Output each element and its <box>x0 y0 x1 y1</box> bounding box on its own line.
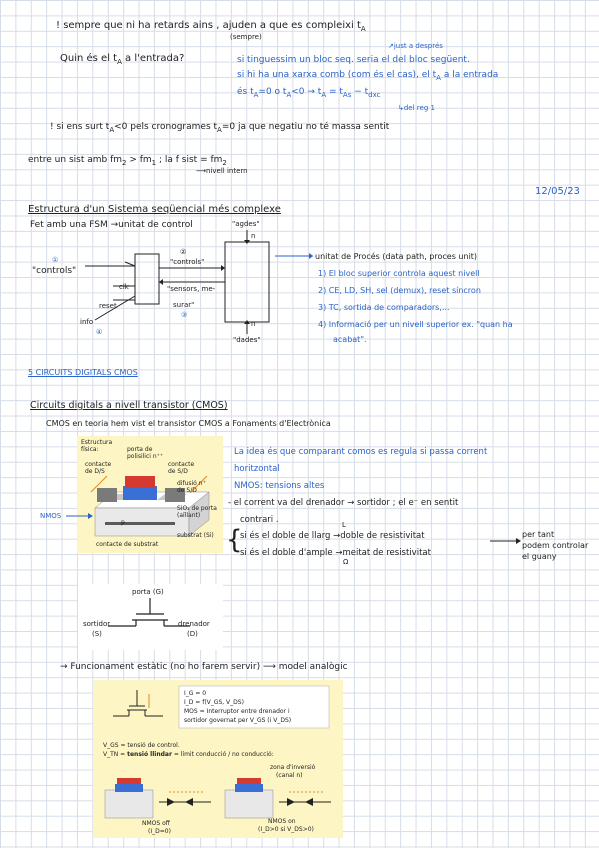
fsm-block <box>134 253 160 305</box>
section-2-subtitle: Circuits digitals a nivell transistor (C… <box>30 400 228 411</box>
answer-line-2: si hi ha una xarxa comb (com és el cas),… <box>237 70 499 82</box>
answer-line-3: és tA=0 o tA<0 → tA = tAs − tdxc <box>237 87 381 99</box>
cmos-text-7: si és el doble d'ample →meitat de resist… <box>240 548 431 558</box>
unit-item-2: 2) CE, LD, SH, sel (demux), reset síncro… <box>318 286 481 295</box>
fig2-on-label: NMOS on <box>268 818 296 825</box>
section-1-subtitle: Fet amb una FSM →unitat de control <box>30 220 193 230</box>
symbol-sortidor-s: (S) <box>92 630 102 638</box>
circle-2: ② <box>180 248 187 256</box>
physical-structure-figure <box>77 436 223 553</box>
nmos-arrow <box>66 513 93 519</box>
fig2-zona: zona d'inversió <box>270 764 316 771</box>
cmos-text-4: - el corrent va del drenador → sortidor … <box>228 498 459 508</box>
fig1-difusio: difusió n⁺ de S/D <box>177 480 206 494</box>
fig1-porta: porta de polisilici n⁺⁺ <box>127 446 163 460</box>
fig2-bullet-2: I_D = f(V_GS, V_DS) <box>184 699 244 706</box>
brace: { <box>226 525 243 555</box>
unit-item-1: 1) El bloc superior controla aquest nive… <box>318 269 480 278</box>
answer-note: ↗just a després <box>388 42 443 50</box>
fig2-vth-def: V_TN = tensió llindar = límit conducció … <box>103 751 274 758</box>
cmos-text-1: La idea és que comparant comos es regula… <box>234 447 488 457</box>
note-line-1: ! sempre que ni ha retards ains , ajuden… <box>56 20 366 33</box>
unit-item-3: 3) TC, sortida de comparadors,... <box>318 303 450 312</box>
note-line-1-paren: (sempre) <box>230 33 262 41</box>
symbol-porta: porta (G) <box>132 588 164 596</box>
label-n-top: n <box>251 232 256 240</box>
label-L: L <box>342 521 346 529</box>
cmos-text-3: NMOS: tensions altes <box>234 481 325 491</box>
label-agdes: "agdes" <box>232 220 260 228</box>
question-tA: Quin és el tA a l'entrada? <box>60 53 185 66</box>
fig2-bullet-4: sortidor governat per V_GS (i V_DS) <box>184 717 292 724</box>
section-2-title: 5 CIRCUITS DIGITALS CMOS <box>28 368 138 377</box>
answer-note-2: ↳del reg 1 <box>398 104 435 112</box>
static-operation-figure <box>93 680 343 838</box>
fig1-p: p <box>121 519 125 526</box>
per-tant-arrow <box>490 538 521 544</box>
fig2-vgs-def: V_GS = tensió de control. <box>103 742 180 749</box>
unit-item-4b: acabat". <box>333 335 367 344</box>
func-title: → Funcionament estàtic (no ho farem serv… <box>60 662 348 672</box>
label-omega: Ω <box>343 558 349 566</box>
per-tant-1: per tant <box>522 530 555 539</box>
section-1-title: Estructura d'un Sistema seqüencial més c… <box>28 204 281 215</box>
datapath-block <box>224 241 270 323</box>
label-sensors: "sensors, me- <box>167 285 216 293</box>
fig1-contacte-sd: contacte de S/D <box>168 461 195 475</box>
symbol-sortidor: sortidor <box>83 620 111 628</box>
fig1-contacte-substrat: contacte de substrat <box>96 541 159 548</box>
fig1-sio2: SiO₂ de porta (aïllant) <box>177 505 217 519</box>
symbol-drenador: drenador <box>178 620 210 628</box>
fig1-title: Estructura física: <box>81 439 113 453</box>
cmos-text-2: horitzontal <box>234 464 280 474</box>
nmos-label: NMOS <box>40 512 62 520</box>
label-info: info <box>80 318 94 326</box>
cmos-text-6: si és el doble de llarg →doble de resist… <box>240 531 425 541</box>
label-n-bottom: n <box>251 320 256 328</box>
label-dades: "dades" <box>233 336 261 344</box>
circle-3: ③ <box>181 311 188 319</box>
per-tant-3: el guany <box>522 552 557 561</box>
cmos-text-5: contrari . <box>240 515 279 525</box>
label-controls-right: "controls" <box>170 258 205 266</box>
label-controls-left: "controls" <box>32 266 77 276</box>
label-sensors-2: surar" <box>173 301 195 309</box>
fig2-canal: (canal n) <box>276 772 303 779</box>
section-2-intro: CMOS en teoria hem vist el transistor CM… <box>46 419 331 428</box>
circle-4: ④ <box>96 328 103 336</box>
fig1-contacte-ds: contacte de D/S <box>85 461 112 475</box>
fig2-bullet-3: MOS = Interruptor entre drenador i <box>184 708 290 715</box>
transistor-symbol <box>78 584 223 650</box>
answer-line-1: si tinguessim un bloc seq. seria el del … <box>237 55 470 65</box>
circle-1: ① <box>52 256 59 264</box>
fig1-substrat: substrat (Si) <box>177 532 214 539</box>
unit-title: unitat de Procés (data path, proces unit… <box>315 252 478 261</box>
fsm-diagram <box>85 230 313 334</box>
label-reset: reset <box>99 302 117 310</box>
fig2-off-sub: (I_D=0) <box>148 828 171 835</box>
note-line-5: entre un sist amb fm2 > fm1 ; la f sist … <box>28 155 227 167</box>
symbol-drenador-d: (D) <box>187 630 198 638</box>
note-line-4: ! si ens surt tA<0 pels cronogrames tA=0… <box>50 122 390 134</box>
fig2-bullet-1: I_G = 0 <box>184 690 207 697</box>
fig2-off-label: NMOS off <box>142 820 170 827</box>
label-clk: clk <box>119 283 129 291</box>
date: 12/05/23 <box>535 186 580 197</box>
unit-item-4: 4) Informació per un nivell superior ex.… <box>318 320 513 329</box>
per-tant-2: podem controlar <box>522 541 589 550</box>
note-line-5-sub: ⟶nivell intern <box>196 167 248 175</box>
fig2-on-sub: (I_D>0 si V_DS>0) <box>258 826 314 833</box>
